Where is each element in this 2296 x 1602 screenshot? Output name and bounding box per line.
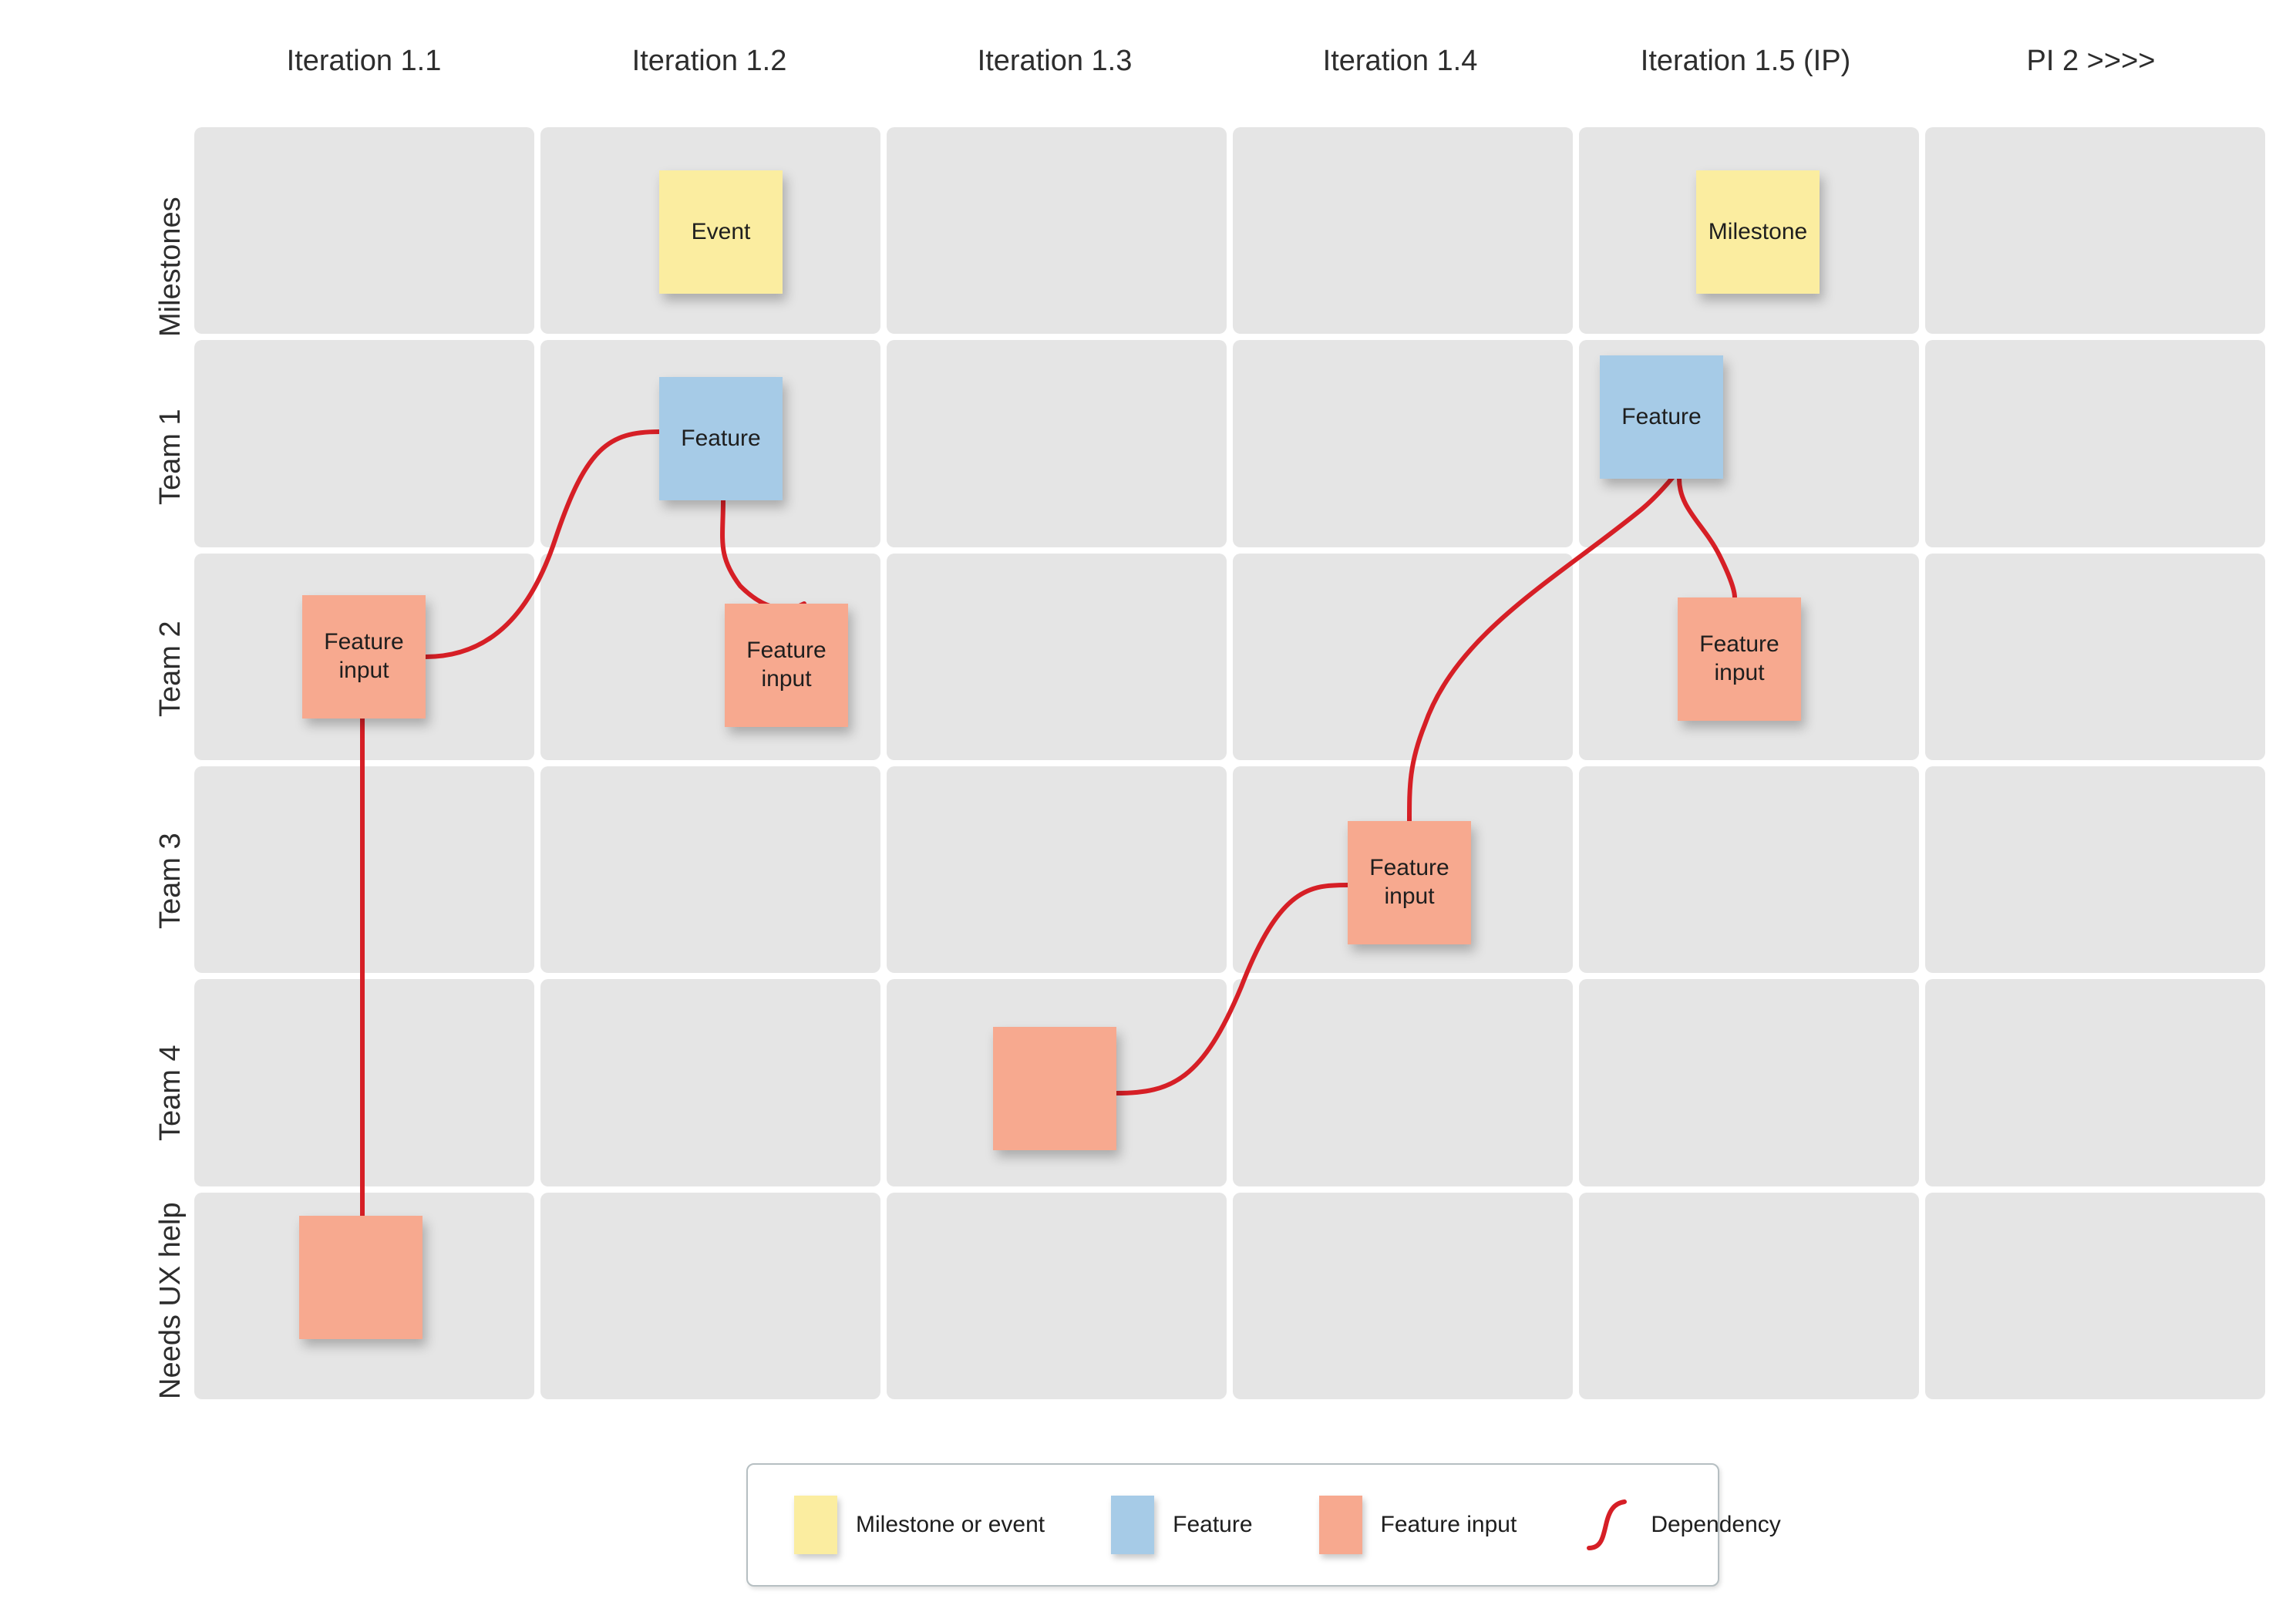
grid-cell-ux-it15[interactable] <box>1579 1192 1919 1399</box>
grid-cell-team4-pi2[interactable] <box>1925 979 2265 1186</box>
grid-cell-team2-it14[interactable] <box>1233 553 1573 760</box>
grid-cell-milestones-it11[interactable] <box>194 127 534 335</box>
row-label-team2: Team 2 <box>154 621 187 717</box>
column-header-it15: Iteration 1.5 (IP) <box>1640 45 1851 77</box>
card-milestone-milestones-it12[interactable]: Event <box>659 170 783 294</box>
card-label: Feature input <box>746 638 826 692</box>
legend-label-milestone: Milestone or event <box>856 1512 1045 1537</box>
card-label: Feature <box>681 425 761 451</box>
grid-cell-milestones-it14[interactable] <box>1233 127 1573 335</box>
grid-cell-ux-it12[interactable] <box>540 1192 880 1399</box>
column-header-it11: Iteration 1.1 <box>286 45 442 77</box>
card-input-team2-it12[interactable]: Feature input <box>725 604 848 727</box>
row-label-milestones: Milestones <box>154 197 187 337</box>
grid-cell-team3-it11[interactable] <box>194 766 534 974</box>
card-label: Feature input <box>324 629 404 683</box>
row-label-team4: Team 4 <box>154 1045 187 1141</box>
grid-cell-team3-pi2[interactable] <box>1925 766 2265 974</box>
grid-cell-ux-it13[interactable] <box>887 1192 1227 1399</box>
card-label: Event <box>691 218 751 244</box>
legend-label-feature: Feature <box>1173 1512 1253 1537</box>
grid-cell-team1-pi2[interactable] <box>1925 340 2265 547</box>
card-input-team3-it14[interactable]: Feature input <box>1348 821 1471 944</box>
grid-cell-team3-it13[interactable] <box>887 766 1227 974</box>
dependency-curve-icon <box>1587 1499 1628 1550</box>
legend-label-dependency: Dependency <box>1651 1512 1781 1537</box>
grid-cell-team4-it14[interactable] <box>1233 979 1573 1186</box>
column-header-it13: Iteration 1.3 <box>977 45 1133 77</box>
legend-item-milestone: Milestone or event <box>794 1465 1045 1585</box>
card-label: Feature input <box>1699 631 1779 685</box>
grid-cell-milestones-pi2[interactable] <box>1925 127 2265 335</box>
legend-item-feature-input: Feature input <box>1318 1465 1517 1585</box>
row-label-ux: Needs UX help <box>154 1202 187 1399</box>
card-input-team2-it11[interactable]: Feature input <box>302 595 426 719</box>
legend: Milestone or event Feature Feature input… <box>746 1463 1781 1587</box>
legend-item-dependency: Dependency <box>1583 1465 1781 1585</box>
card-milestone-milestones-it15[interactable]: Milestone <box>1696 170 1820 294</box>
grid-cell-team1-it13[interactable] <box>887 340 1227 547</box>
feature-input-swatch-icon <box>1318 1496 1362 1554</box>
grid-cell-team4-it11[interactable] <box>194 979 534 1186</box>
card-feature-team1-it15[interactable]: Feature <box>1600 355 1723 479</box>
milestone-swatch-icon <box>794 1496 837 1554</box>
feature-swatch-icon <box>1111 1496 1155 1554</box>
legend-label-feature-input: Feature input <box>1380 1512 1517 1537</box>
grid-cell-team3-it15[interactable] <box>1579 766 1919 974</box>
card-input-team4-it13[interactable] <box>993 1027 1116 1150</box>
row-label-team1: Team 1 <box>154 409 187 505</box>
grid-cell-team2-pi2[interactable] <box>1925 553 2265 760</box>
column-header-pi2: PI 2 >>>> <box>2026 45 2156 77</box>
card-label: Milestone <box>1708 218 1808 244</box>
grid-cell-team4-it12[interactable] <box>540 979 880 1186</box>
column-header-it12: Iteration 1.2 <box>631 45 787 77</box>
grid-cell-ux-pi2[interactable] <box>1925 1192 2265 1399</box>
card-input-ux-it11[interactable] <box>299 1216 423 1339</box>
grid-cell-team3-it12[interactable] <box>540 766 880 974</box>
row-label-team3: Team 3 <box>154 833 187 929</box>
grid-cell-team4-it15[interactable] <box>1579 979 1919 1186</box>
card-label: Feature input <box>1369 855 1449 909</box>
grid-cell-ux-it14[interactable] <box>1233 1192 1573 1399</box>
grid-cell-milestones-it13[interactable] <box>887 127 1227 335</box>
card-feature-team1-it12[interactable]: Feature <box>659 377 783 500</box>
column-header-it14: Iteration 1.4 <box>1322 45 1478 77</box>
legend-item-feature: Feature <box>1111 1465 1253 1585</box>
grid-cell-team1-it11[interactable] <box>194 340 534 547</box>
grid-cell-team2-it13[interactable] <box>887 553 1227 760</box>
card-label: Feature <box>1621 403 1702 429</box>
card-input-team2-it15[interactable]: Feature input <box>1678 597 1801 721</box>
grid-cell-team1-it14[interactable] <box>1233 340 1573 547</box>
